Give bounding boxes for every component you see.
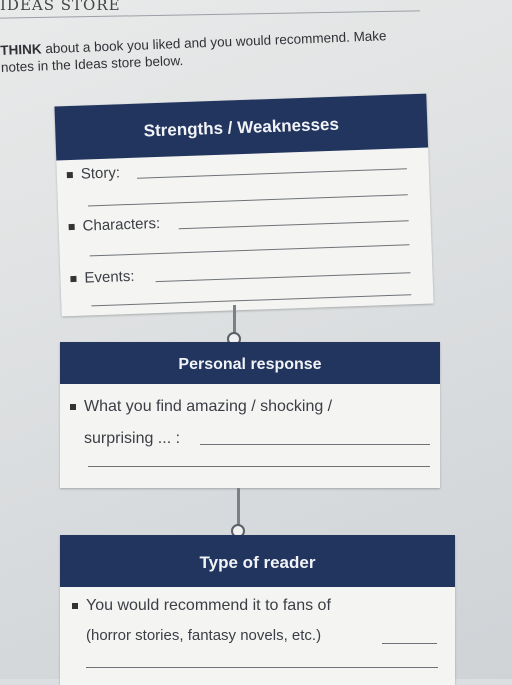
events-label: Events: (84, 267, 135, 287)
strengths-weaknesses-title: Strengths / Weaknesses (54, 93, 429, 161)
genres-label: (horror stories, fantasy novels, etc.) (86, 627, 322, 644)
bullet-icon (70, 275, 77, 283)
instruction-lead: THINK (0, 41, 42, 58)
characters-label: Characters: (82, 214, 161, 235)
recommend-item: You would recommend it to fans of (72, 597, 331, 615)
genres-answer-line[interactable] (382, 643, 437, 644)
story-answer-line-2[interactable] (87, 194, 408, 207)
personal-answer-line-2[interactable] (88, 466, 430, 467)
header-title: IDEAS STORE (0, 0, 121, 14)
bullet-icon (70, 403, 76, 410)
bullet-icon (68, 223, 75, 231)
personal-answer-line[interactable] (200, 444, 430, 445)
strengths-weaknesses-panel: Strengths / Weaknesses Story: Characters… (54, 93, 434, 317)
events-item: Events: (70, 268, 135, 287)
connector-line (233, 305, 236, 337)
amazing-item: What you find amazing / shocking / (70, 398, 332, 416)
type-of-reader-title: Type of reader (60, 535, 455, 587)
instruction-text: THINK about a book you liked and you wou… (0, 22, 512, 76)
connector-line (237, 488, 240, 528)
events-answer-line[interactable] (155, 272, 411, 283)
surprising-label: surprising ... : (84, 430, 181, 447)
story-answer-line[interactable] (136, 168, 407, 179)
personal-response-panel: Personal response What you find amazing … (60, 342, 440, 488)
reader-answer-line-2[interactable] (86, 667, 438, 668)
recommend-label: You would recommend it to fans of (86, 597, 331, 614)
characters-answer-line[interactable] (178, 220, 409, 230)
story-label: Story: (80, 164, 121, 183)
story-item: Story: (66, 164, 121, 183)
characters-answer-line-2[interactable] (89, 244, 410, 257)
amazing-label: What you find amazing / shocking / (84, 398, 333, 415)
bullet-icon (66, 171, 73, 179)
characters-item: Characters: (68, 215, 160, 235)
type-of-reader-panel: Type of reader You would recommend it to… (60, 535, 455, 685)
personal-response-title: Personal response (60, 342, 440, 384)
bullet-icon (72, 602, 78, 609)
events-answer-line-2[interactable] (91, 294, 412, 307)
